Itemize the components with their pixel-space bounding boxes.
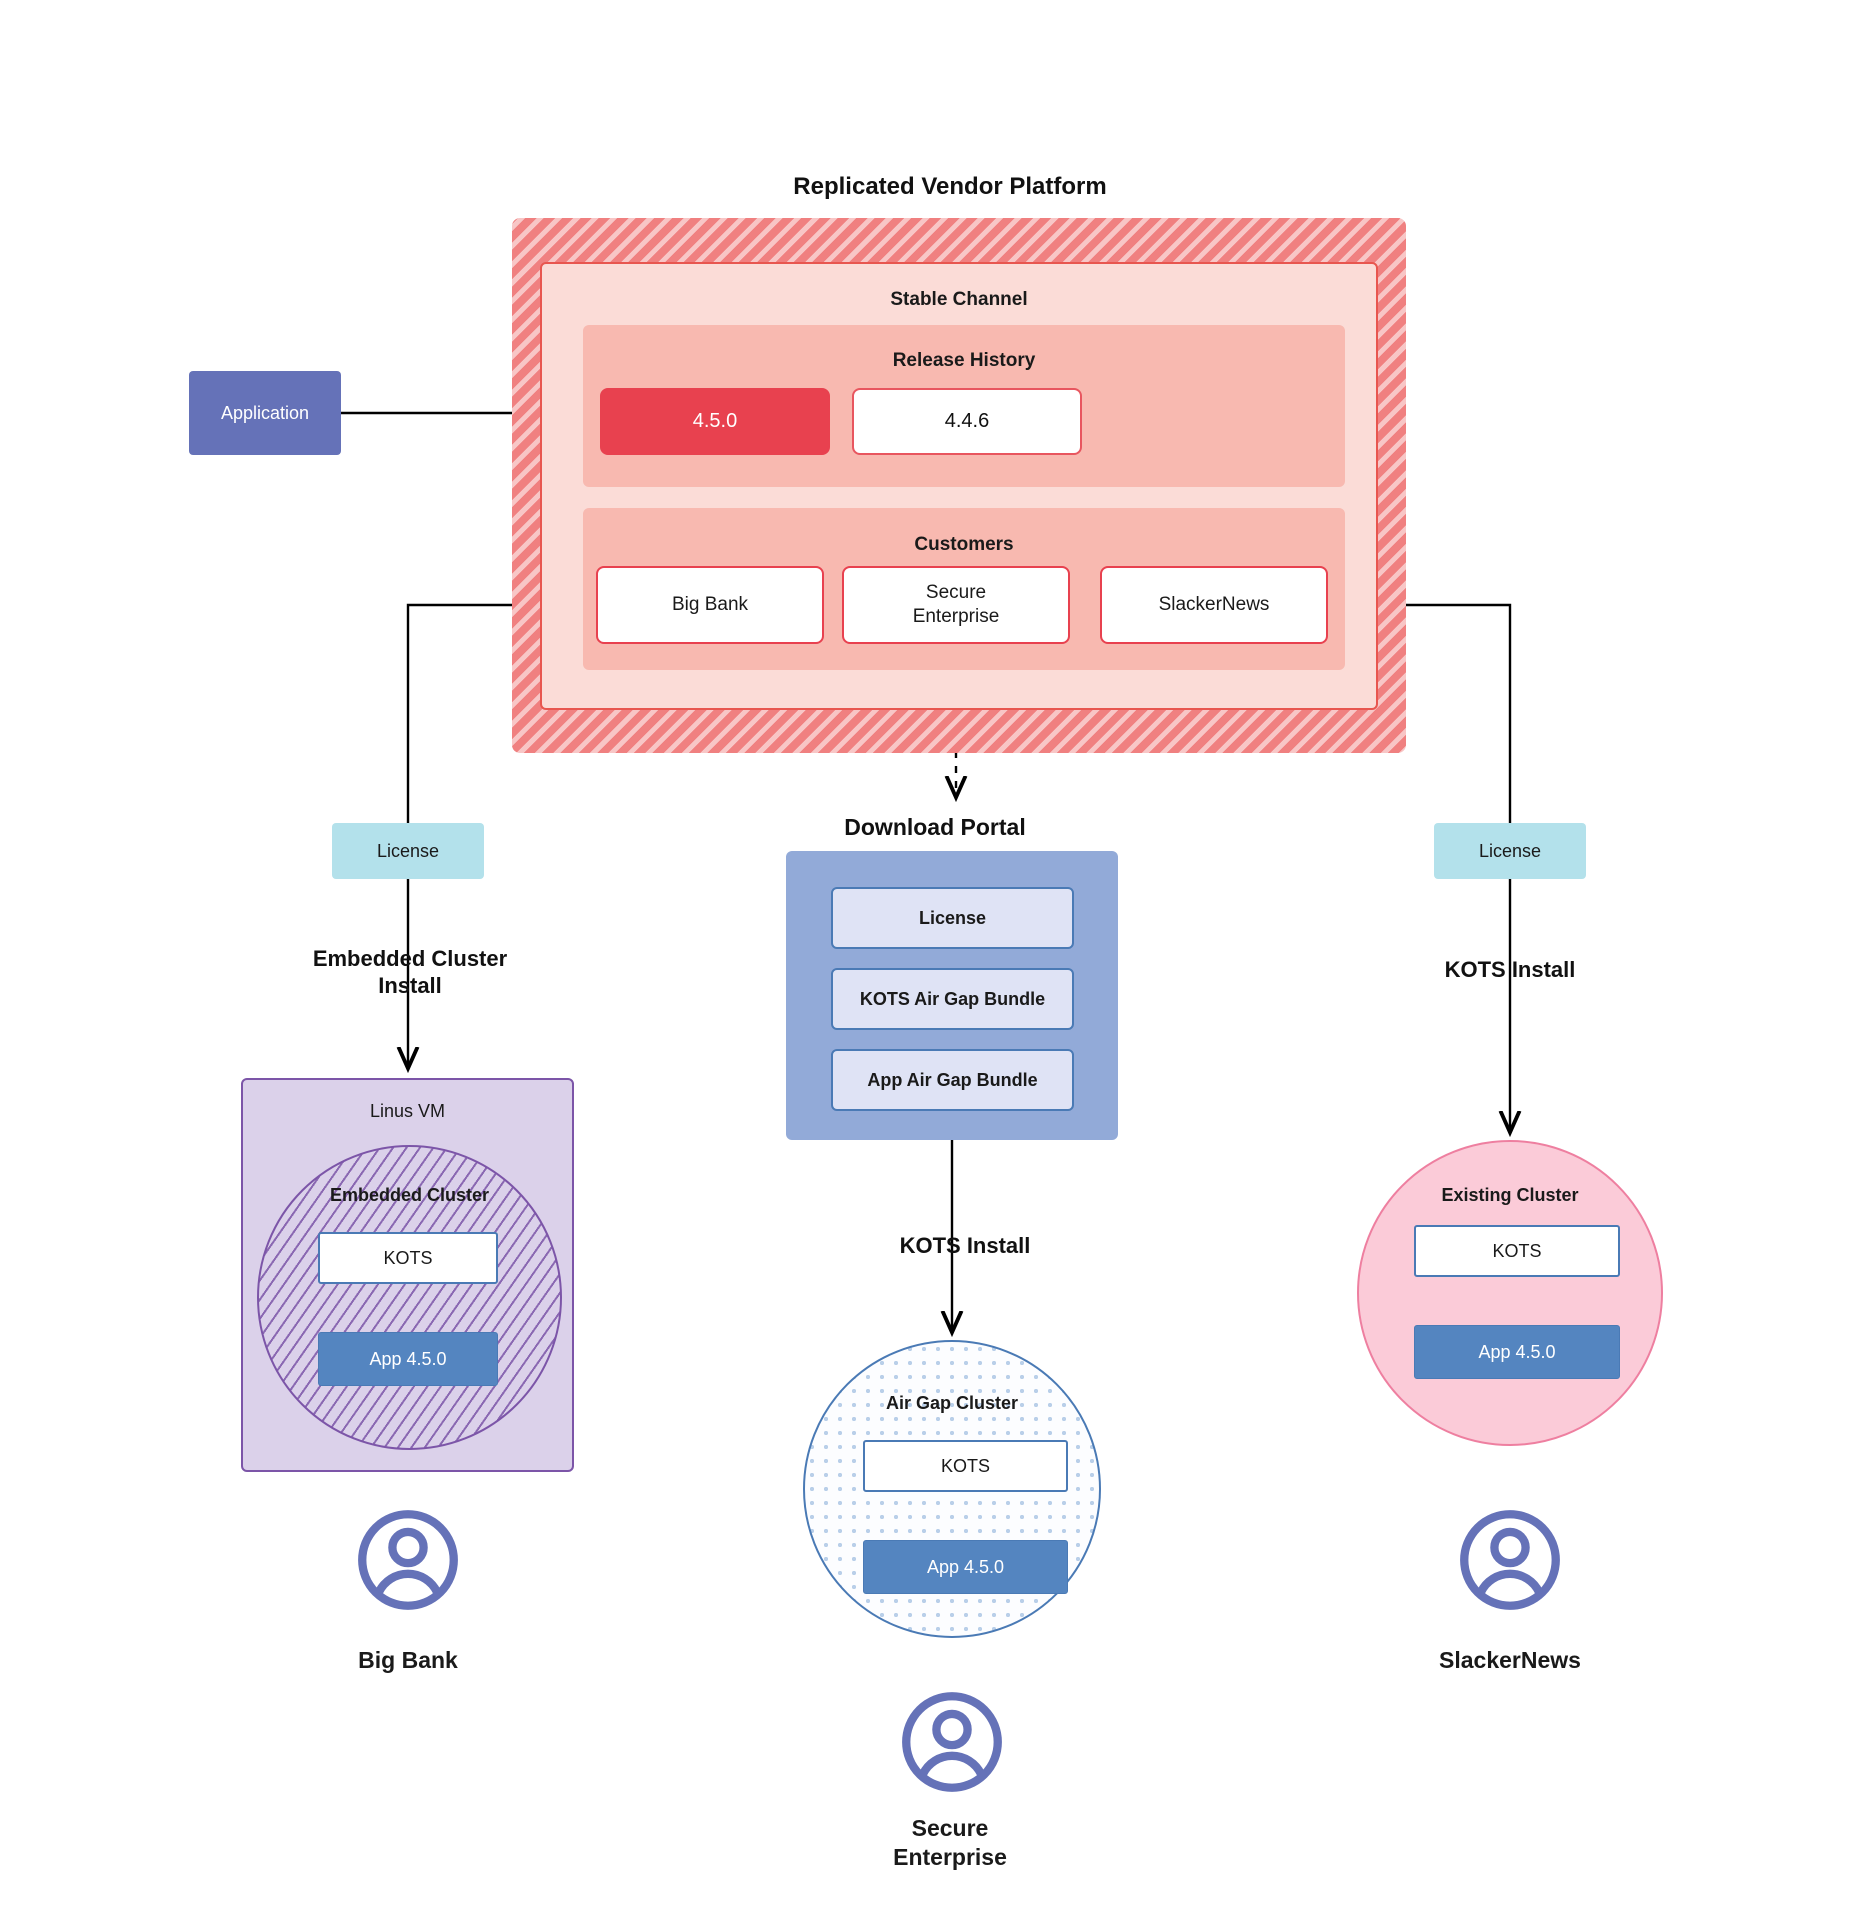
- edge-label-kots-install-center: KOTS Install: [899, 1233, 1031, 1258]
- user-avatar-icon: [356, 1508, 460, 1612]
- embedded-cluster-circle: [257, 1145, 562, 1450]
- customers-title: Customers: [914, 534, 1014, 555]
- customer-chip-big-bank[interactable]: Big Bank: [596, 566, 824, 644]
- embedded-cluster-title: Embedded Cluster: [329, 1184, 490, 1205]
- kots-chip-existing[interactable]: KOTS: [1414, 1225, 1620, 1277]
- user-avatar-icon: [900, 1690, 1004, 1794]
- release-chip-current[interactable]: 4.5.0: [600, 388, 830, 455]
- existing-cluster-circle: [1357, 1140, 1663, 1446]
- app-chip-airgap[interactable]: App 4.5.0: [863, 1540, 1068, 1594]
- application-node[interactable]: Application: [189, 371, 341, 455]
- customer-chip-slackernews[interactable]: SlackerNews: [1100, 566, 1328, 644]
- portal-item-kots-air-gap-bundle[interactable]: KOTS Air Gap Bundle: [831, 968, 1074, 1030]
- persona-label-big-bank: Big Bank: [358, 1646, 458, 1673]
- release-history-title: Release History: [892, 350, 1036, 371]
- license-node-right[interactable]: License: [1434, 823, 1586, 879]
- existing-cluster-title: Existing Cluster: [1441, 1184, 1579, 1205]
- portal-item-app-air-gap-bundle[interactable]: App Air Gap Bundle: [831, 1049, 1074, 1111]
- page-title: Replicated Vendor Platform: [793, 173, 1107, 200]
- stable-channel-title: Stable Channel: [890, 289, 1028, 310]
- air-gap-cluster-title: Air Gap Cluster: [885, 1392, 1019, 1413]
- edge-label-kots-install-right: KOTS Install: [1444, 957, 1576, 982]
- portal-item-license[interactable]: License: [831, 887, 1074, 949]
- license-node-left[interactable]: License: [332, 823, 484, 879]
- kots-chip-airgap[interactable]: KOTS: [863, 1440, 1068, 1492]
- linux-vm-title: Linus VM: [369, 1100, 446, 1121]
- release-chip-previous[interactable]: 4.4.6: [852, 388, 1082, 455]
- persona-label-slackernews: SlackerNews: [1439, 1646, 1581, 1673]
- app-chip-embedded[interactable]: App 4.5.0: [318, 1332, 498, 1386]
- user-avatar-icon: [1458, 1508, 1562, 1612]
- app-chip-existing[interactable]: App 4.5.0: [1414, 1325, 1620, 1379]
- kots-chip-embedded[interactable]: KOTS: [318, 1232, 498, 1284]
- download-portal-title: Download Portal: [844, 813, 1026, 840]
